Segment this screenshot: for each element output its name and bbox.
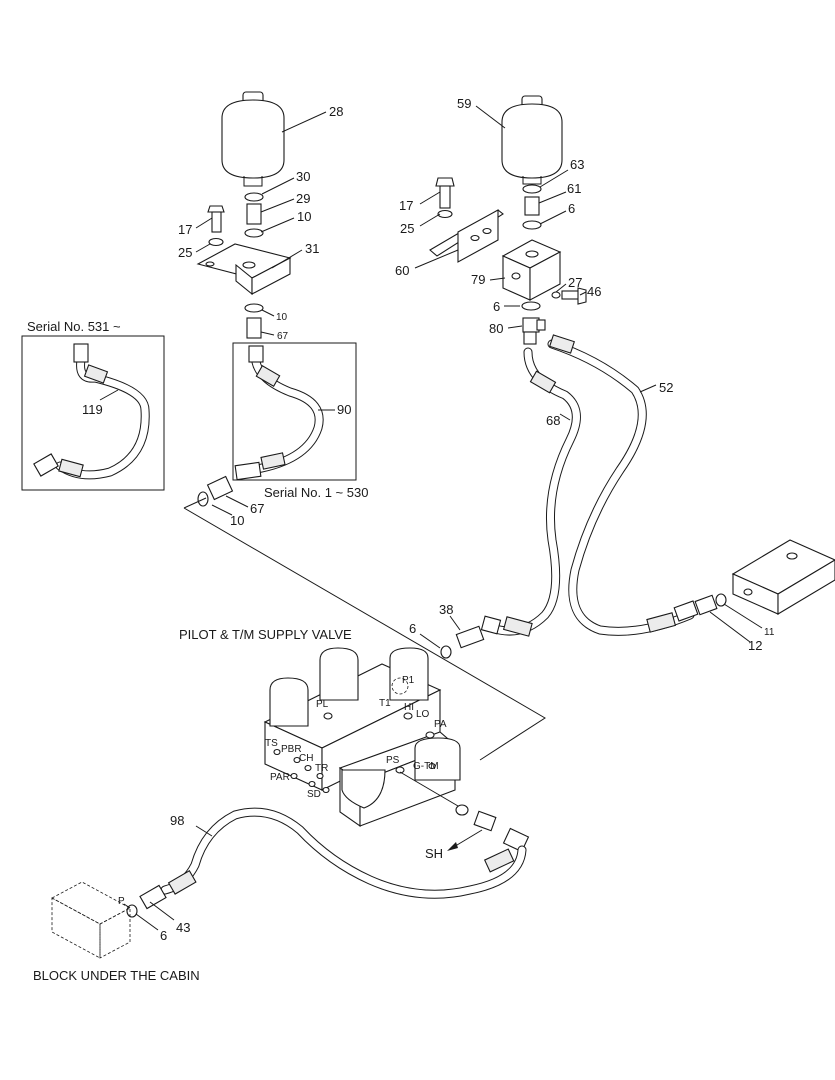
- right-block: [731, 539, 835, 615]
- serial-label-late: Serial No. 531 ~: [27, 319, 121, 334]
- tee-fitting: [455, 804, 530, 853]
- cabin-block: [51, 881, 131, 959]
- callout-90: 90: [337, 402, 351, 417]
- callout-31: 31: [305, 241, 319, 256]
- callout-25-left: 25: [178, 245, 192, 260]
- port-par: PAR: [270, 772, 290, 783]
- accumulator-28: [221, 91, 285, 187]
- fitting-11-12: [694, 593, 727, 616]
- valve-title: PILOT & T/M SUPPLY VALVE: [179, 627, 352, 642]
- callout-98: 98: [170, 813, 184, 828]
- callout-17-right: 17: [399, 198, 413, 213]
- callout-6-block: 6: [493, 299, 500, 314]
- port-tr: TR: [315, 763, 328, 774]
- port-lo: LO: [416, 709, 430, 720]
- leader-lines: [99, 105, 763, 931]
- port-pbr: PBR: [281, 744, 302, 755]
- serial-box-early: [232, 342, 357, 481]
- callout-43: 43: [176, 920, 190, 935]
- callout-60: 60: [395, 263, 409, 278]
- hose-98: [126, 807, 527, 918]
- port-gtm: G-TM: [413, 761, 439, 772]
- sh-arrow: [447, 842, 458, 851]
- port-ps: PS: [386, 755, 400, 766]
- serial-box-late: [21, 335, 165, 491]
- callout-63: 63: [570, 157, 584, 172]
- hose-52: [547, 334, 699, 636]
- callout-80: 80: [489, 321, 503, 336]
- hose-119: [33, 343, 150, 480]
- callout-30: 30: [296, 169, 310, 184]
- callout-labels: 28 59 30 29 10 17 25 31 10 67 90 10 67 1…: [82, 96, 775, 943]
- port-hi: HI: [404, 702, 414, 713]
- callout-119: 119: [82, 402, 103, 417]
- port-ts: TS: [265, 738, 278, 749]
- accumulator-59: [501, 95, 563, 185]
- port-pa: PA: [434, 719, 447, 730]
- pilot-supply-valve: [263, 647, 461, 828]
- callout-10-mid: 10: [276, 312, 288, 323]
- callout-27: 27: [568, 275, 582, 290]
- callout-12: 12: [748, 638, 762, 653]
- serial-label-early: Serial No. 1 ~ 530: [264, 485, 368, 500]
- callout-38: 38: [439, 602, 453, 617]
- right-valve-stack: [429, 177, 587, 345]
- callout-11: 11: [764, 627, 775, 638]
- callout-67-mid: 67: [277, 331, 289, 342]
- callout-25-right: 25: [400, 221, 414, 236]
- callout-67-lower: 67: [250, 501, 264, 516]
- fitting-10-67-lower: [197, 475, 234, 507]
- callout-6-cabin: 6: [160, 928, 167, 943]
- output-sh: SH: [425, 846, 443, 861]
- hose-68: [480, 347, 581, 637]
- port-p: P: [118, 896, 125, 907]
- callout-61: 61: [567, 181, 581, 196]
- left-valve-stack: [196, 192, 292, 339]
- port-ch: CH: [299, 753, 313, 764]
- routing-line: [183, 507, 546, 761]
- port-pl: PL: [316, 699, 329, 710]
- callout-6-upper: 6: [568, 201, 575, 216]
- callout-68: 68: [546, 413, 560, 428]
- block-under-cabin-label: BLOCK UNDER THE CABIN: [33, 968, 200, 983]
- port-t1: T1: [379, 698, 391, 709]
- hose-90: [234, 345, 324, 481]
- callout-17-left: 17: [178, 222, 192, 237]
- callout-28: 28: [329, 104, 343, 119]
- callout-46: 46: [587, 284, 601, 299]
- valve-labels: PILOT & T/M SUPPLY VALVE P1 T1 HI LO PL …: [179, 627, 447, 800]
- callout-10-upper: 10: [297, 209, 311, 224]
- port-sd: SD: [307, 789, 321, 800]
- serial-labels: Serial No. 531 ~ Serial No. 1 ~ 530: [27, 319, 368, 500]
- callout-29: 29: [296, 191, 310, 206]
- callout-59: 59: [457, 96, 471, 111]
- fitting-38: [440, 625, 485, 659]
- callout-6-hose: 6: [409, 621, 416, 636]
- callout-10-lower: 10: [230, 513, 244, 528]
- callout-52: 52: [659, 380, 673, 395]
- port-p1: P1: [402, 675, 415, 686]
- callout-79: 79: [471, 272, 485, 287]
